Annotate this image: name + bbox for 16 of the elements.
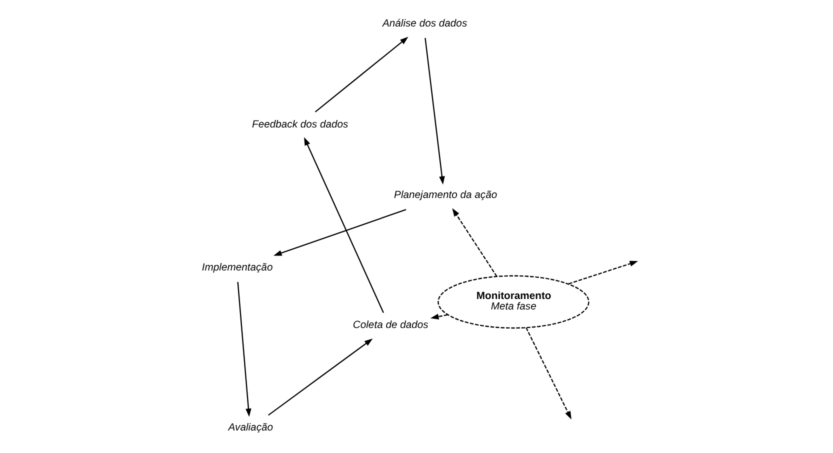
node-text: Análise dos dados (382, 18, 468, 30)
node-text: Coleta de dados (352, 320, 428, 332)
arrow (268, 338, 373, 416)
arrow (526, 328, 572, 420)
arrow (304, 137, 384, 313)
arrow (273, 209, 406, 256)
node-text: Feedback dos dados (252, 119, 348, 130)
node-text: Planejamento da ação (394, 190, 498, 202)
arrow (314, 36, 408, 112)
arrow (430, 314, 448, 320)
arrow (568, 260, 638, 284)
node-text: Implementação (202, 262, 273, 274)
arrow (237, 282, 252, 417)
node-text: Avaliação (228, 422, 274, 434)
arrow (424, 38, 445, 185)
arrow (452, 208, 498, 277)
